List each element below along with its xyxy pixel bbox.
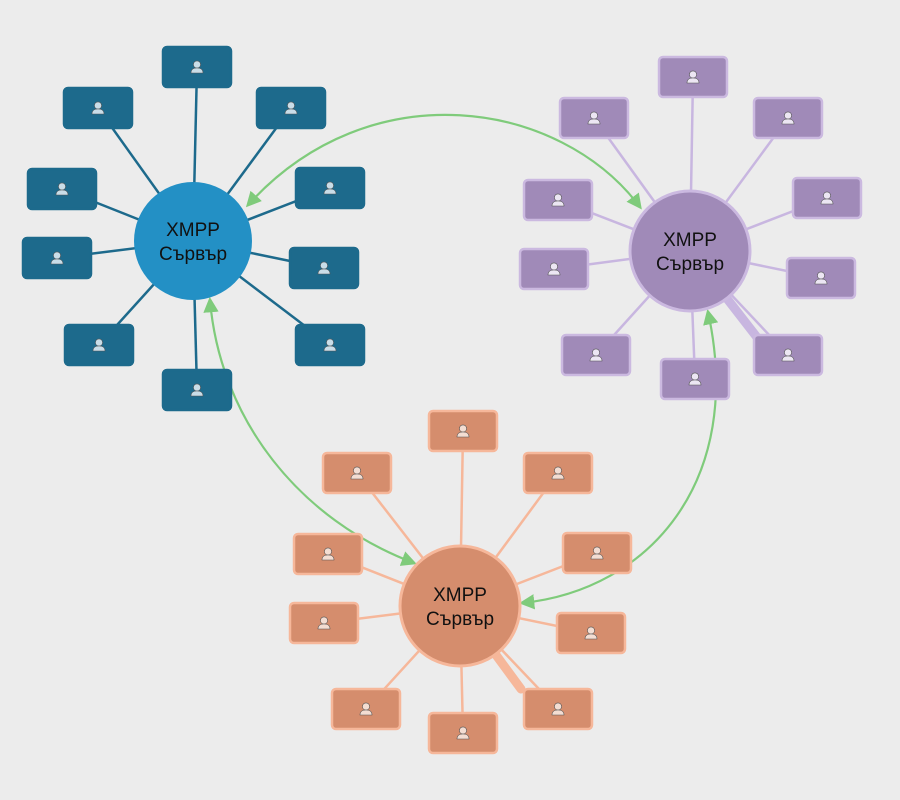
client-node — [555, 611, 627, 655]
client-node — [752, 96, 824, 140]
client-node — [288, 246, 360, 290]
user-icon — [551, 466, 565, 480]
federation-link — [203, 296, 417, 566]
user-icon — [814, 271, 828, 285]
user-icon — [781, 348, 795, 362]
user-icon — [359, 702, 373, 716]
user-icon — [50, 251, 64, 265]
client-node — [255, 86, 327, 130]
server-node-blue: XMPP Сървър — [134, 182, 252, 300]
federation-link — [245, 113, 642, 210]
user-icon — [323, 338, 337, 352]
user-icon — [551, 193, 565, 207]
user-icon — [317, 616, 331, 630]
server-label-line2: Сървър — [656, 254, 724, 275]
client-node — [558, 96, 630, 140]
user-icon — [190, 383, 204, 397]
client-node — [26, 167, 98, 211]
client-node — [161, 45, 233, 89]
user-icon — [584, 626, 598, 640]
user-icon — [686, 70, 700, 84]
user-icon — [547, 262, 561, 276]
client-node — [659, 357, 731, 401]
client-node — [561, 531, 633, 575]
user-icon — [317, 261, 331, 275]
client-node — [518, 247, 590, 291]
client-nodes — [21, 45, 863, 755]
client-node — [330, 687, 402, 731]
user-icon — [190, 60, 204, 74]
server-links — [203, 113, 719, 610]
user-icon — [688, 372, 702, 386]
client-node — [21, 236, 93, 280]
client-node — [294, 166, 366, 210]
user-icon — [456, 424, 470, 438]
user-icon — [321, 547, 335, 561]
client-node — [161, 368, 233, 412]
server-nodes: XMPP Сървър XMPP Сървър XMPP Сървър — [134, 182, 752, 668]
client-node — [288, 601, 360, 645]
server-label-line1: XMPP — [166, 220, 220, 241]
client-node — [791, 176, 863, 220]
user-icon — [820, 191, 834, 205]
user-icon — [781, 111, 795, 125]
client-node — [657, 55, 729, 99]
user-icon — [456, 726, 470, 740]
server-node-purple: XMPP Сървър — [628, 189, 752, 313]
server-label-line1: XMPP — [663, 230, 717, 251]
user-icon — [55, 182, 69, 196]
server-circle — [628, 189, 752, 313]
user-icon — [350, 466, 364, 480]
server-node-orange: XMPP Сървър — [398, 544, 522, 668]
client-node — [522, 451, 594, 495]
user-icon — [91, 101, 105, 115]
server-label-line2: Сървър — [426, 609, 494, 630]
server-label-line2: Сървър — [159, 244, 227, 265]
client-node — [522, 178, 594, 222]
user-icon — [587, 111, 601, 125]
server-label-line1: XMPP — [433, 585, 487, 606]
user-icon — [551, 702, 565, 716]
client-node — [292, 532, 364, 576]
user-icon — [92, 338, 106, 352]
client-node — [427, 409, 499, 453]
client-node — [63, 323, 135, 367]
user-icon — [590, 546, 604, 560]
user-icon — [589, 348, 603, 362]
client-node — [560, 333, 632, 377]
client-node — [294, 323, 366, 367]
client-node — [785, 256, 857, 300]
server-circle — [398, 544, 522, 668]
user-icon — [284, 101, 298, 115]
server-circle — [134, 182, 252, 300]
user-icon — [323, 181, 337, 195]
client-node — [522, 687, 594, 731]
client-node — [62, 86, 134, 130]
client-node — [321, 451, 393, 495]
client-node — [427, 711, 499, 755]
client-node — [752, 333, 824, 377]
